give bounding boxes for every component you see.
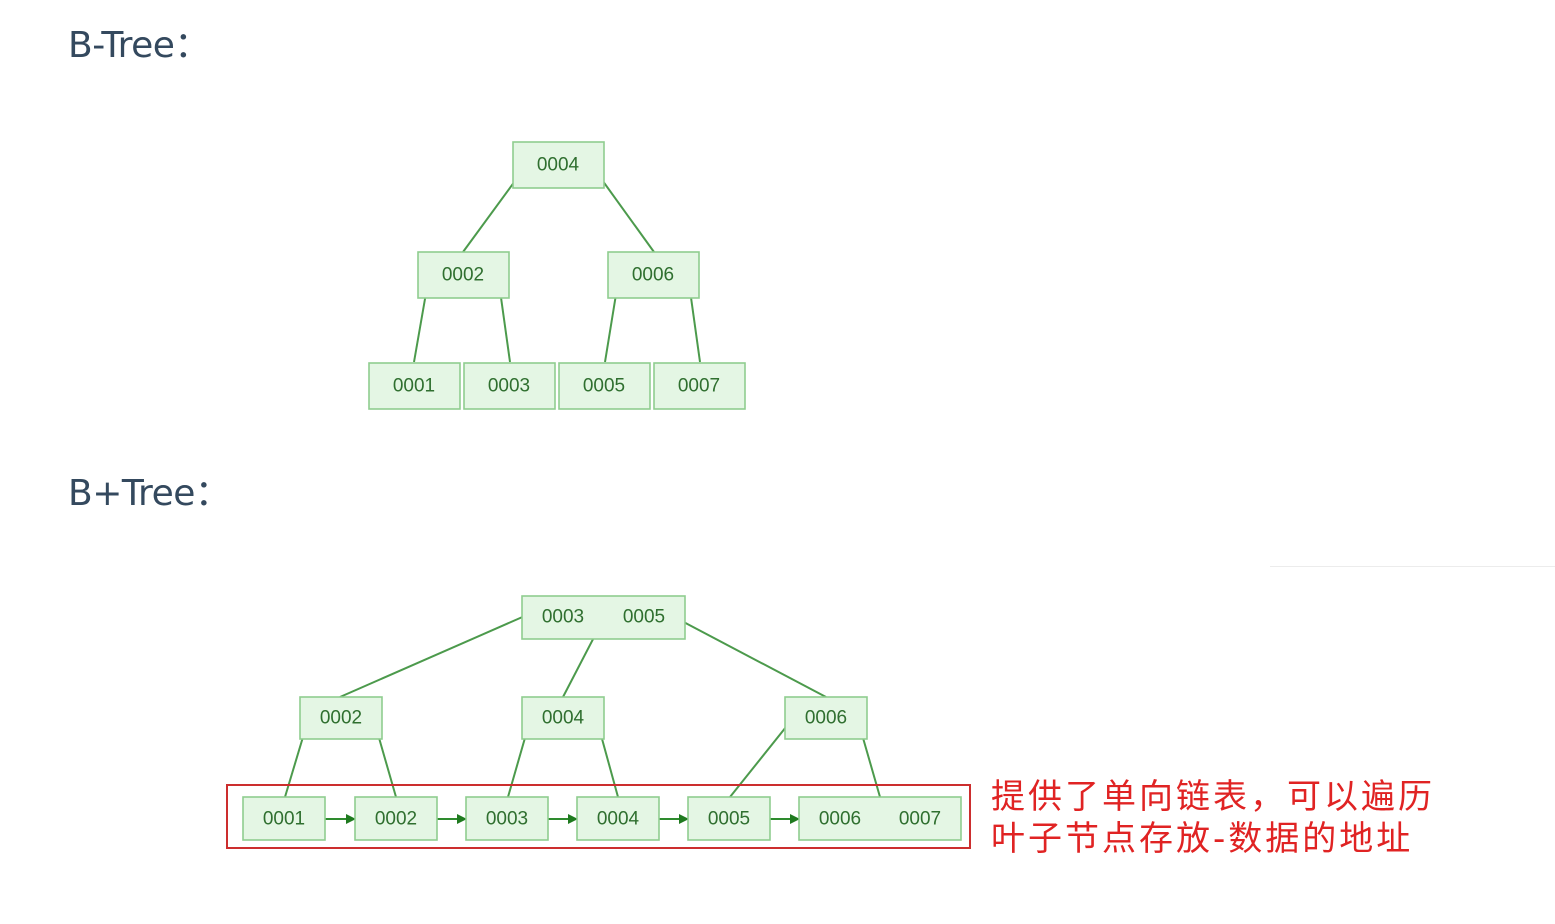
node-key-label: 0003 [542,607,584,628]
bplus-tree-heading: B+Tree： [68,473,231,514]
node-key-label: 0007 [899,809,941,830]
btree-leaf-node: 0003 [463,362,556,410]
bplus-leaf-node: 0001 [242,796,326,841]
node-label: 0003 [486,809,528,830]
bplus-edge [339,614,528,698]
btree-leaf-node: 0001 [368,362,461,410]
node-label: 0001 [393,376,435,397]
btree-leaf-node: 0005 [558,362,651,410]
node-label: 0002 [375,809,417,830]
bplus-root-node: 0003 0005 [521,595,686,640]
annotation-line-2: 叶子节点存放-数据的地址 [991,819,1414,859]
btree-leaf-node: 0007 [653,362,746,410]
node-label: 0007 [678,376,720,397]
node-label: 0001 [263,809,305,830]
divider-line [1270,566,1555,567]
node-label: 0006 [632,265,674,286]
bplus-edge [675,617,827,698]
btree-root-node: 0004 [512,141,605,189]
bplus-leaf-node: 0003 [465,796,549,841]
bplus-internal-node: 0002 [299,696,383,740]
node-label: 0003 [488,376,530,397]
node-key-label: 0006 [819,809,861,830]
annotation-line-1: 提供了单向链表，可以遍历 [991,777,1435,817]
node-label: 0002 [320,708,362,729]
btree-internal-node: 0006 [607,251,700,299]
node-label: 0004 [542,708,585,729]
bplus-internal-node: 0006 [784,696,868,740]
node-label: 0005 [583,376,625,397]
bplus-leaf-node: 0002 [354,796,438,841]
btree-internal-node: 0002 [417,251,510,299]
leaf-level-highlight-box [226,784,971,849]
bplus-leaf-node: 0006 0007 [798,796,962,841]
node-key-label: 0005 [623,607,665,628]
node-label: 0005 [708,809,750,830]
node-label: 0006 [805,708,847,729]
node-label: 0004 [597,809,640,830]
annotation-note: 提供了单向链表，可以遍历 叶子节点存放-数据的地址 [991,776,1435,860]
btree-heading: B-Tree： [68,25,210,66]
bplus-leaf-node: 0005 [687,796,771,841]
node-label: 0002 [442,265,484,286]
bplus-leaf-node: 0004 [576,796,660,841]
bplus-internal-node: 0004 [521,696,605,740]
node-label: 0004 [537,155,580,176]
bplus-edge [729,716,795,798]
